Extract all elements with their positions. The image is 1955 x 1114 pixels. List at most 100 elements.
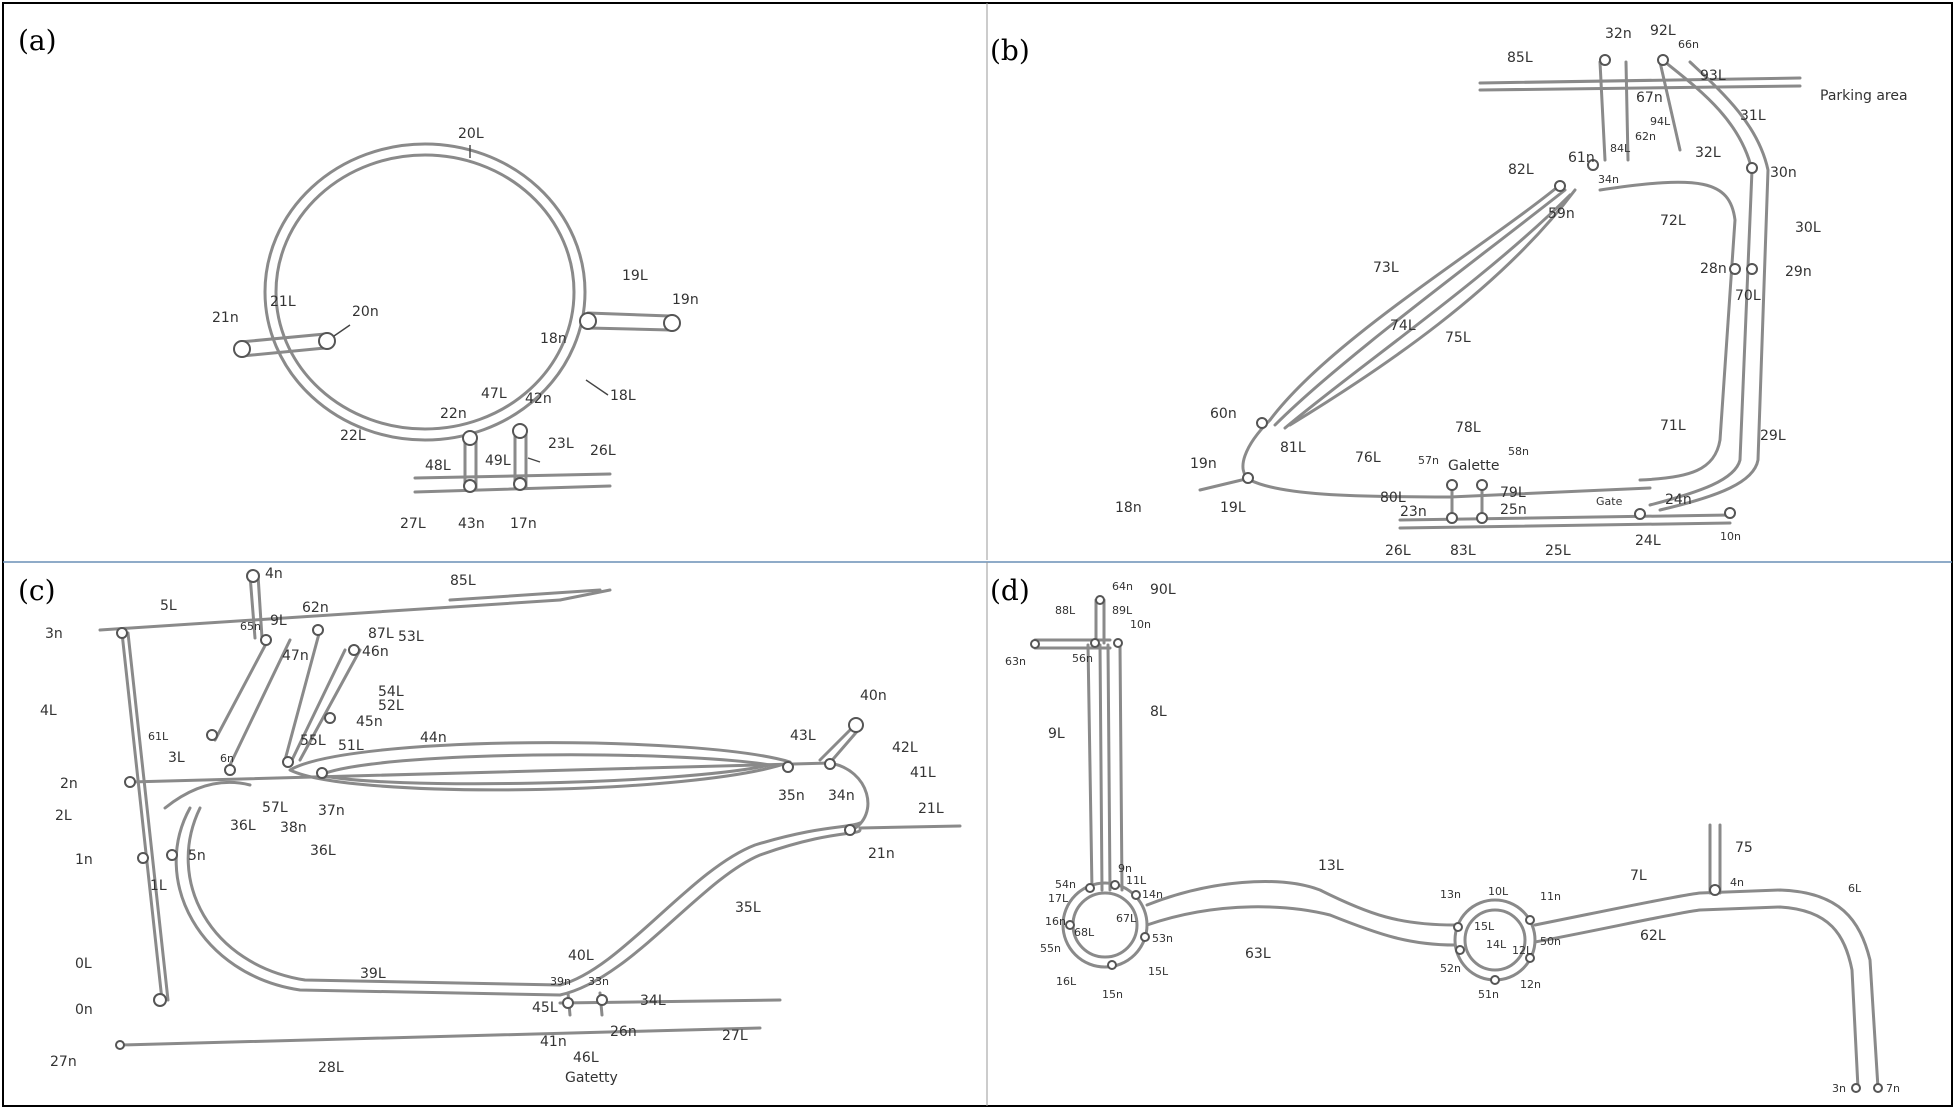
b-label-28n: 28n [1700, 261, 1727, 277]
d-label-15L-b: 15L [1474, 920, 1495, 933]
c-node-37n [316, 767, 328, 779]
c-left-vertical-b [126, 631, 170, 1002]
d-wave-13L-b [1145, 905, 1457, 947]
d-vert-9L-a [1086, 643, 1094, 892]
d-label-88L: 88L [1055, 604, 1076, 617]
c-label-36L-b: 36L [310, 843, 336, 859]
c-label-0n: 0n [75, 1002, 93, 1018]
c-label-4n: 4n [265, 566, 283, 582]
c-label-2n: 2n [60, 776, 78, 792]
c-diag-c [283, 628, 322, 762]
b-label-29n: 29n [1785, 264, 1812, 280]
b-label-31L: 31L [1740, 108, 1766, 124]
d-label-14L: 14L [1486, 938, 1507, 951]
d-node-9n [1110, 880, 1120, 890]
c-node-62n [312, 624, 324, 636]
d-node-53n [1140, 932, 1150, 942]
d-label-4n: 4n [1730, 876, 1744, 889]
b-label-74L: 74L [1390, 318, 1416, 334]
spur-right-b [586, 326, 672, 332]
label-48L: 48L [425, 458, 451, 474]
b-label-30L: 30L [1795, 220, 1821, 236]
b-label-58n: 58n [1508, 445, 1529, 458]
label-43n: 43n [458, 516, 485, 532]
d-ring-left-inner [1071, 891, 1139, 959]
c-road-21L [858, 824, 962, 830]
d-node-54n [1085, 883, 1095, 893]
c-spur-41L [828, 761, 870, 832]
b-conn-3 [1658, 60, 1682, 152]
c-label-40L: 40L [568, 948, 594, 964]
b-label-70L: 70L [1735, 288, 1761, 304]
c-label-51L: 51L [338, 738, 364, 754]
b-label-gate: Gate [1596, 495, 1623, 508]
d-node-7n [1873, 1083, 1883, 1093]
d-label-56n: 56n [1072, 652, 1093, 665]
c-label-54L: 54L [378, 684, 404, 700]
ring-outer [263, 142, 587, 442]
b-diag-1 [1268, 183, 1562, 422]
panel-a-letter: (a) [18, 24, 57, 57]
label-19n: 19n [672, 292, 699, 308]
spur-right-a [586, 311, 672, 318]
ptr-18L [585, 379, 609, 396]
d-node-4n [1709, 884, 1721, 896]
c-diag-d [290, 648, 347, 762]
c-label-53L: 53L [398, 629, 424, 645]
c-node-3n [116, 627, 128, 639]
b-label-25n: 25n [1500, 502, 1527, 518]
spur-left-b [240, 346, 327, 358]
c-label-47n: 47n [282, 648, 309, 664]
b-diag-4 [1288, 188, 1577, 427]
d-label-12L: 12L [1512, 944, 1533, 957]
c-node-27n [115, 1040, 125, 1050]
b-label-19n: 19n [1190, 456, 1217, 472]
c-bottom-gate [558, 998, 782, 1005]
c-label-61L: 61L [148, 730, 169, 743]
d-label-50n: 50n [1540, 935, 1561, 948]
b-label-galette: Galette [1448, 458, 1500, 474]
d-node-56n [1090, 638, 1100, 648]
c-label-1n: 1n [75, 852, 93, 868]
b-diag-3 [1283, 193, 1572, 430]
c-label-0L: 0L [75, 956, 92, 972]
c-loop-link [163, 780, 252, 810]
c-label-27n: 27n [50, 1054, 77, 1070]
c-node-39n [562, 997, 574, 1009]
c-label-40n: 40n [860, 688, 887, 704]
node-20n [318, 332, 336, 350]
c-label-35L: 35L [735, 900, 761, 916]
d-node-64n [1095, 595, 1105, 605]
label-18L: 18L [610, 388, 636, 404]
c-label-52L: 52L [378, 698, 404, 714]
node-19n [663, 314, 681, 332]
c-label-85L: 85L [450, 573, 476, 589]
c-node-45n [324, 712, 336, 724]
ptr-23L [527, 457, 541, 463]
d-vert-8L-a [1106, 643, 1112, 892]
b-top-road-b [1478, 84, 1802, 92]
c-spur-40n-a [818, 723, 857, 762]
c-oval-inner [318, 753, 772, 786]
b-label-25L: 25L [1545, 543, 1571, 559]
b-label-29L: 29L [1760, 428, 1786, 444]
d-label-63L: 63L [1245, 946, 1271, 962]
c-label-62n: 62n [302, 600, 329, 616]
d-node-16n [1065, 920, 1075, 930]
c-label-6n: 6n [220, 752, 234, 765]
d-node-11n [1525, 915, 1535, 925]
b-label-75L: 75L [1445, 330, 1471, 346]
node-b-58n [1476, 479, 1488, 491]
b-bottom-c [1398, 521, 1732, 530]
b-label-24L: 24L [1635, 533, 1661, 549]
c-label-43L: 43L [790, 728, 816, 744]
b-label-92L: 92L [1650, 23, 1676, 39]
b-label-72L: 72L [1660, 213, 1686, 229]
c-label-1L: 1L [150, 878, 167, 894]
b-left-loop [1241, 418, 1272, 482]
d-label-67L: 67L [1116, 912, 1137, 925]
panel-c-letter: (c) [18, 574, 56, 607]
d-label-13n: 13n [1440, 888, 1461, 901]
